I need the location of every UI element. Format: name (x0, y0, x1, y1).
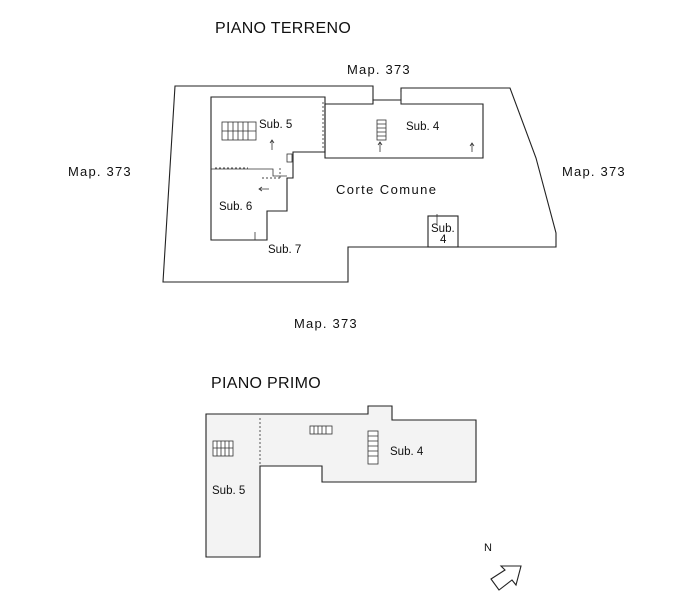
door-mark-icon (286, 153, 293, 163)
compass-north-label: N (484, 542, 492, 554)
label-small-sub4-line1: Sub. (431, 223, 455, 235)
first-floor-outline (205, 405, 477, 558)
label-sub5: Sub. 5 (259, 119, 292, 131)
north-compass: N (484, 542, 522, 591)
label-sub6: Sub. 6 (219, 201, 252, 213)
north-arrow-icon (490, 565, 522, 591)
stair-icon-sub4-first-horizontal (309, 425, 333, 435)
map-label-left: Map. 373 (68, 164, 132, 179)
label-sub4: Sub. 4 (406, 121, 440, 133)
label-sub4-first: Sub. 4 (390, 446, 424, 458)
stair-icon-sub4 (376, 119, 387, 141)
first-floor-plan: PIANO PRIMO casa Sub. 4 Sub. 5 (205, 375, 477, 558)
map-label-bottom: Map. 373 (294, 316, 358, 331)
map-label-top: Map. 373 (347, 62, 411, 77)
label-small-sub4-line2: 4 (440, 234, 447, 246)
arrow-up-icon (269, 139, 275, 150)
map-label-right: Map. 373 (562, 164, 626, 179)
stair-icon-sub4-first-vertical (367, 430, 379, 465)
sub5-inner-dashed-wall (215, 167, 281, 179)
stair-icon-sub5-first (212, 440, 234, 457)
arrow-left-icon (258, 186, 269, 192)
ground-floor-plan: PIANO TERRENO Map. 373 Map. 373 Map. 373… (68, 20, 626, 331)
label-sub7: Sub. 7 (268, 244, 301, 256)
arrow-up-icon (469, 142, 475, 152)
ground-floor-title: PIANO TERRENO (215, 20, 351, 37)
unit-sub4-block (324, 99, 484, 159)
label-sub5-first: Sub. 5 (212, 485, 245, 497)
stair-icon-sub5 (221, 121, 257, 141)
arrow-up-icon (377, 141, 383, 152)
sub5-sub6-partition (211, 168, 287, 177)
first-floor-title: PIANO PRIMO (211, 375, 321, 392)
label-corte-comune: Corte Comune (336, 182, 437, 197)
small-unit-sub4 (427, 215, 459, 248)
